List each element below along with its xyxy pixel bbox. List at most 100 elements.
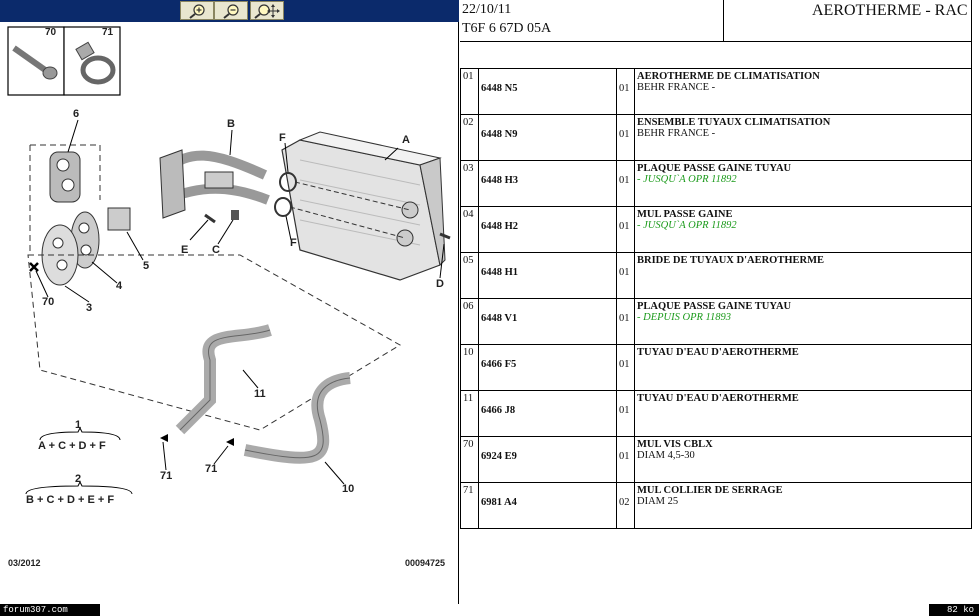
part-reference: 6466 J8 [478,390,617,437]
diagram-ref: 00094725 [405,558,446,568]
part-name: AEROTHERME DE CLIMATISATION [637,71,820,82]
screw-e [204,213,216,224]
hose-11 [175,324,272,435]
row-number: 04 [460,206,479,253]
part-quantity: 01 [616,390,635,437]
callout-a[interactable]: A [402,134,410,146]
header-divider [723,0,724,41]
part-quantity: 01 [616,298,635,345]
nut-c [231,210,239,220]
status-source: forum307.com [0,604,100,616]
clamp-arrow-left [160,434,168,442]
part-name: PLAQUE PASSE GAINE TUYAU [637,301,792,312]
part-name: PLAQUE PASSE GAINE TUYAU [637,163,792,174]
callout-71-right[interactable]: 71 [205,463,218,475]
callout-e[interactable]: E [181,244,189,256]
header-title: AEROTHERME - RAC [812,2,968,19]
heater-core [281,131,446,281]
part-reference: 6448 H1 [478,252,617,299]
zoom-pan-icon [254,3,280,19]
callout-6[interactable]: 6 [73,108,80,120]
part-name: BRIDE DE TUYAUX D'AEROTHERME [637,255,824,266]
inset-label-clamp: 71 [102,27,114,38]
callout-4[interactable]: 4 [116,280,123,292]
callout-c[interactable]: C [212,244,220,256]
o-ring-lower [274,197,292,217]
part-description: PLAQUE PASSE GAINE TUYAU- DEPUIS OPR 118… [634,298,972,345]
zoom-in-icon [189,3,205,19]
part-detail: BEHR FRANCE - [637,128,716,139]
row-number: 70 [460,436,479,483]
callout-f-upper[interactable]: F [279,132,286,144]
hose-10 [243,372,351,464]
formula-2: B + C + D + E + F [26,494,115,506]
row-number: 11 [460,390,479,437]
callout-3[interactable]: 3 [86,302,93,314]
diagram-date: 03/2012 [8,558,41,568]
zoom-in-button[interactable] [180,1,214,20]
pipe-assembly [159,149,270,219]
screw-d [439,232,451,240]
part-name: TUYAU D'EAU D'AEROTHERME [637,393,799,404]
part-reference: 6448 N5 [478,68,617,115]
callout-71-left[interactable]: 71 [160,470,173,482]
part-quantity: 01 [616,252,635,299]
zoom-toolbar [0,0,459,22]
brace-1 [39,426,121,441]
zoom-out-button[interactable] [214,1,248,20]
part-quantity: 02 [616,482,635,529]
part-description: BRIDE DE TUYAUX D'AEROTHERME [634,252,972,299]
callout-70[interactable]: 70 [42,296,55,308]
row-number: 05 [460,252,479,299]
part-reference: 6448 V1 [478,298,617,345]
callout-5[interactable]: 5 [143,260,150,272]
zoom-out-icon [223,3,239,19]
part-description: TUYAU D'EAU D'AEROTHERME [634,344,972,391]
part-name: ENSEMBLE TUYAUX CLIMATISATION [637,117,831,128]
row-number: 06 [460,298,479,345]
part-detail: BEHR FRANCE - [637,82,716,93]
part-quantity: 01 [616,114,635,161]
callout-10[interactable]: 10 [342,483,355,495]
row-number: 71 [460,482,479,529]
header-code: T6F 6 67D 05A [462,21,552,36]
callout-f-lower[interactable]: F [290,237,297,249]
part-reference: 6448 H2 [478,206,617,253]
part-reference: 6448 N9 [478,114,617,161]
part-description: TUYAU D'EAU D'AEROTHERME [634,390,972,437]
part-reference: 6981 A4 [478,482,617,529]
part-description: MUL PASSE GAINE- JUSQU`A OPR 11892 [634,206,972,253]
row-number: 10 [460,344,479,391]
callout-11[interactable]: 11 [254,388,266,400]
part-quantity: 01 [616,344,635,391]
part-name: MUL PASSE GAINE [637,209,733,220]
callout-d[interactable]: D [436,278,444,290]
exploded-view-diagram[interactable]: 70 71 A B C D E F F 3 4 5 6 70 10 11 71 … [0,22,459,604]
part-quantity: 01 [616,206,635,253]
part-quantity: 01 [616,68,635,115]
callout-b[interactable]: B [227,118,235,130]
zoom-pan-button[interactable] [250,1,284,20]
part-quantity: 01 [616,436,635,483]
inset-label-screw: 70 [45,27,57,38]
brace-2 [25,480,133,495]
header-date: 22/10/11 [462,2,512,17]
screw-icon [12,45,58,80]
part-detail: - JUSQU`A OPR 11892 [637,220,737,231]
heater-assembly-drawing [7,26,451,495]
row-number: 01 [460,68,479,115]
header-line-1 [460,41,972,42]
part-detail: DIAM 4,5-30 [637,450,695,461]
